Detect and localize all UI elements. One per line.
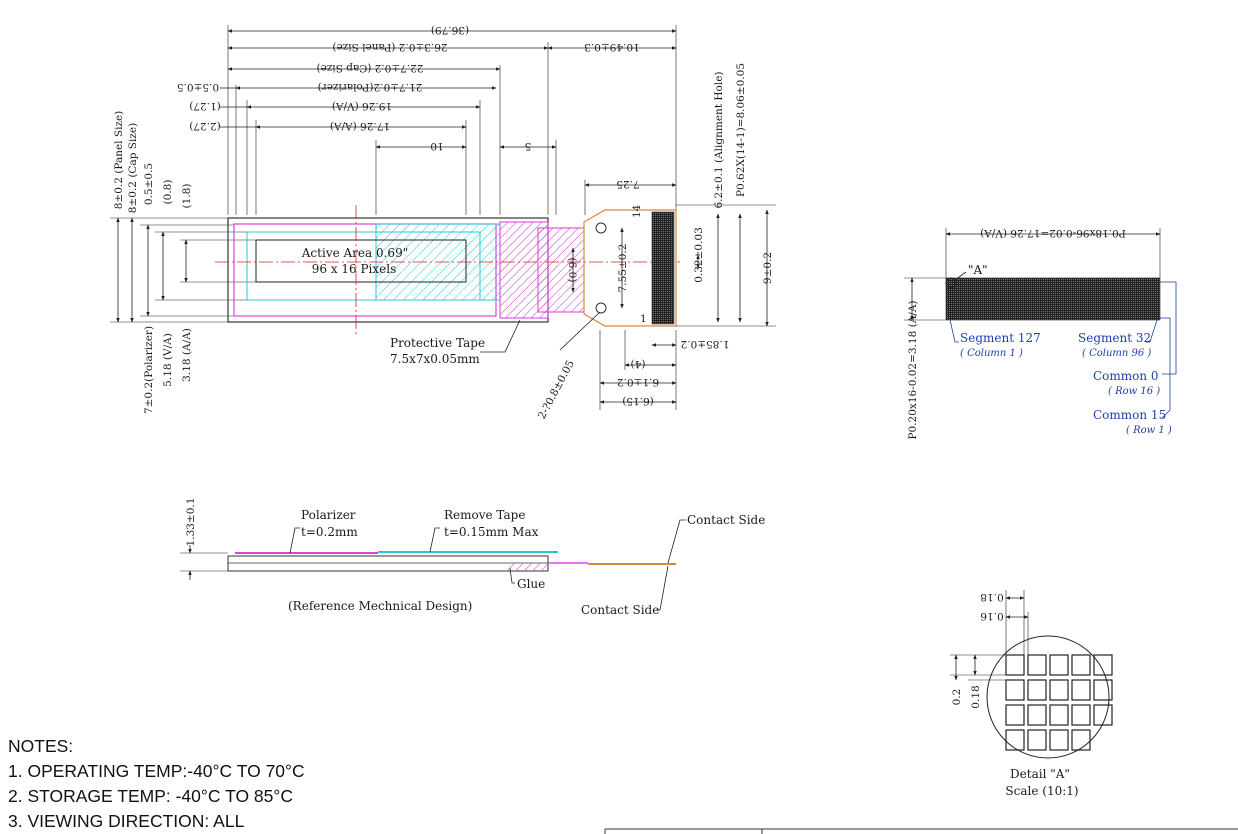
active-area (255, 239, 467, 283)
row-1: ( Row 1 ) (1126, 425, 1172, 436)
dim-cap-size: 22.7±0.2 (Cap Size) (316, 62, 423, 74)
note-item: 1. OPERATING TEMP:-40°C TO 70°C (8, 761, 305, 781)
dim-left-18: (1.8) (181, 184, 193, 209)
matrix-col-pitch: P0.18x96-0.02=17.26 (V/A) (980, 227, 1126, 239)
fpc-hole-spacing: 7.55±0.2 (617, 244, 629, 293)
side-polarizer-t: t=0.2mm (301, 525, 358, 539)
dim-left-panel: 8±0.2 (Panel Size) (113, 111, 125, 210)
side-contact-top: Contact Side (687, 513, 765, 527)
detail-a: 0.18 0.16 0.2 0.18 Detail "A" Scale (10:… (950, 590, 1113, 798)
fpc-six-one: 6.1±0.2 (617, 376, 659, 388)
dim-aa-offset: (2.27) (189, 120, 221, 132)
active-area-title: Active Area 0.69" (301, 246, 408, 260)
dim-left-aa: 3.18 (A/A) (181, 328, 193, 382)
side-remove-tape: Remove Tape (444, 508, 525, 522)
matrix-detail-marker: "A" (968, 263, 988, 277)
dim-panel-size: 26.3±0.2 (Panel Size) (332, 41, 447, 53)
side-glass (227, 555, 549, 572)
note-item: 3. VIEWING DIRECTION: ALL (8, 811, 245, 831)
dim-right-offset: 10.49±0.3 (584, 41, 640, 53)
side-caption: (Reference Mechnical Design) (288, 599, 472, 613)
notes-heading: NOTES: (8, 736, 74, 756)
alignment-hole-bottom (595, 302, 607, 314)
detail-title: Detail "A" (1010, 767, 1070, 781)
dim-five: 5 (525, 140, 532, 152)
segment-32: Segment 32 (1078, 331, 1151, 345)
side-glue: Glue (517, 577, 545, 591)
side-remove-tape-t: t=0.15mm Max (444, 525, 539, 539)
note-item: 2. STORAGE TEMP: -40°C TO 85°C (8, 786, 294, 806)
row-16: ( Row 16 ) (1108, 386, 1160, 397)
dim-ten: 10 (430, 140, 443, 152)
dim-left-08: (0.8) (162, 180, 174, 205)
notes-block: NOTES: 1. OPERATING TEMP:-40°C TO 70°C 2… (8, 734, 305, 834)
side-view: 1.33±0.1 Polarizer t=0.2mm Remove Tape t… (180, 498, 765, 617)
fpc-alignment-hole: 6.2±0.1 (Alignment Hole) (713, 71, 725, 208)
detail-dim-018: 0.18 (980, 591, 1003, 603)
pin-14: 14 (631, 204, 643, 218)
dim-left-offset: 0.5±0.5 (143, 163, 155, 205)
fpc-four: (4) (631, 358, 646, 370)
fpc-inner: (6.0) (566, 258, 578, 283)
protective-tape-title: Protective Tape (390, 336, 485, 350)
side-thickness: 1.33±0.1 (185, 498, 197, 547)
segment-127: Segment 127 (960, 331, 1041, 345)
column-96: ( Column 96 ) (1082, 348, 1151, 359)
fpc-pitch: P0.62X(14-1)=8.06±0.05 (735, 63, 747, 197)
dim-left-cap: 8±0.2 (Cap Size) (127, 123, 139, 213)
dim-aa: 17.26 (A/A) (330, 120, 390, 132)
dim-va-offset: (1.27) (189, 100, 221, 112)
dim-overall: (36.79) (431, 24, 469, 36)
front-view: (36.79) 26.3±0.2 (Panel Size) 10.49±0.3 … (110, 24, 776, 421)
magenta-hatch-block (537, 227, 585, 313)
detail-scale: Scale (10:1) (1005, 784, 1078, 798)
pin-1: 1 (640, 313, 647, 325)
dim-left-polarizer: 7±0.2(Polarizer) (143, 326, 155, 414)
title-block-edge (604, 828, 1238, 834)
fpc-offset: 0.32±0.03 (693, 227, 705, 283)
dim-left-va: 5.18 (V/A) (162, 333, 174, 387)
common-0: Common 0 (1093, 369, 1159, 383)
fpc-contacts (651, 211, 675, 325)
matrix-row-pitch: P0.20x16-0.02=3.18 (A/A) (907, 300, 919, 439)
detail-dim-016: 0.16 (980, 610, 1004, 622)
column-1: ( Column 1 ) (960, 348, 1023, 359)
detail-grid (1005, 654, 1113, 751)
active-area-pixels: 96 x 16 Pixels (312, 262, 397, 276)
side-contact-bottom: Contact Side (581, 603, 659, 617)
side-polarizer: Polarizer (301, 508, 356, 522)
protective-tape-size: 7.5x7x0.05mm (390, 352, 480, 366)
fpc-height: 9±0.2 (762, 252, 774, 284)
common-15: Common 15 (1093, 408, 1166, 422)
matrix-pixels (945, 277, 1161, 321)
fpc-bottom: 1.85±0.2 (681, 338, 730, 350)
dim-va: 19.26 (V/A) (332, 100, 392, 112)
alignment-hole-top (595, 222, 607, 234)
fpc-width: 7.25 (616, 178, 639, 190)
hole-callout: 2-?0.8±0.05 (536, 358, 577, 421)
detail-dim-018-v: 0.18 (970, 685, 982, 708)
pixel-matrix: P0.18x96-0.02=17.26 (V/A) "A" P0.20x16-0… (904, 227, 1177, 440)
detail-dim-02: 0.2 (951, 689, 963, 706)
fpc-six-fifteen: (6.15) (622, 395, 654, 407)
dim-polarizer-offset: 0.5±0.5 (177, 81, 219, 93)
dim-polarizer: 21.7±0.2(Polarizer) (318, 81, 423, 93)
